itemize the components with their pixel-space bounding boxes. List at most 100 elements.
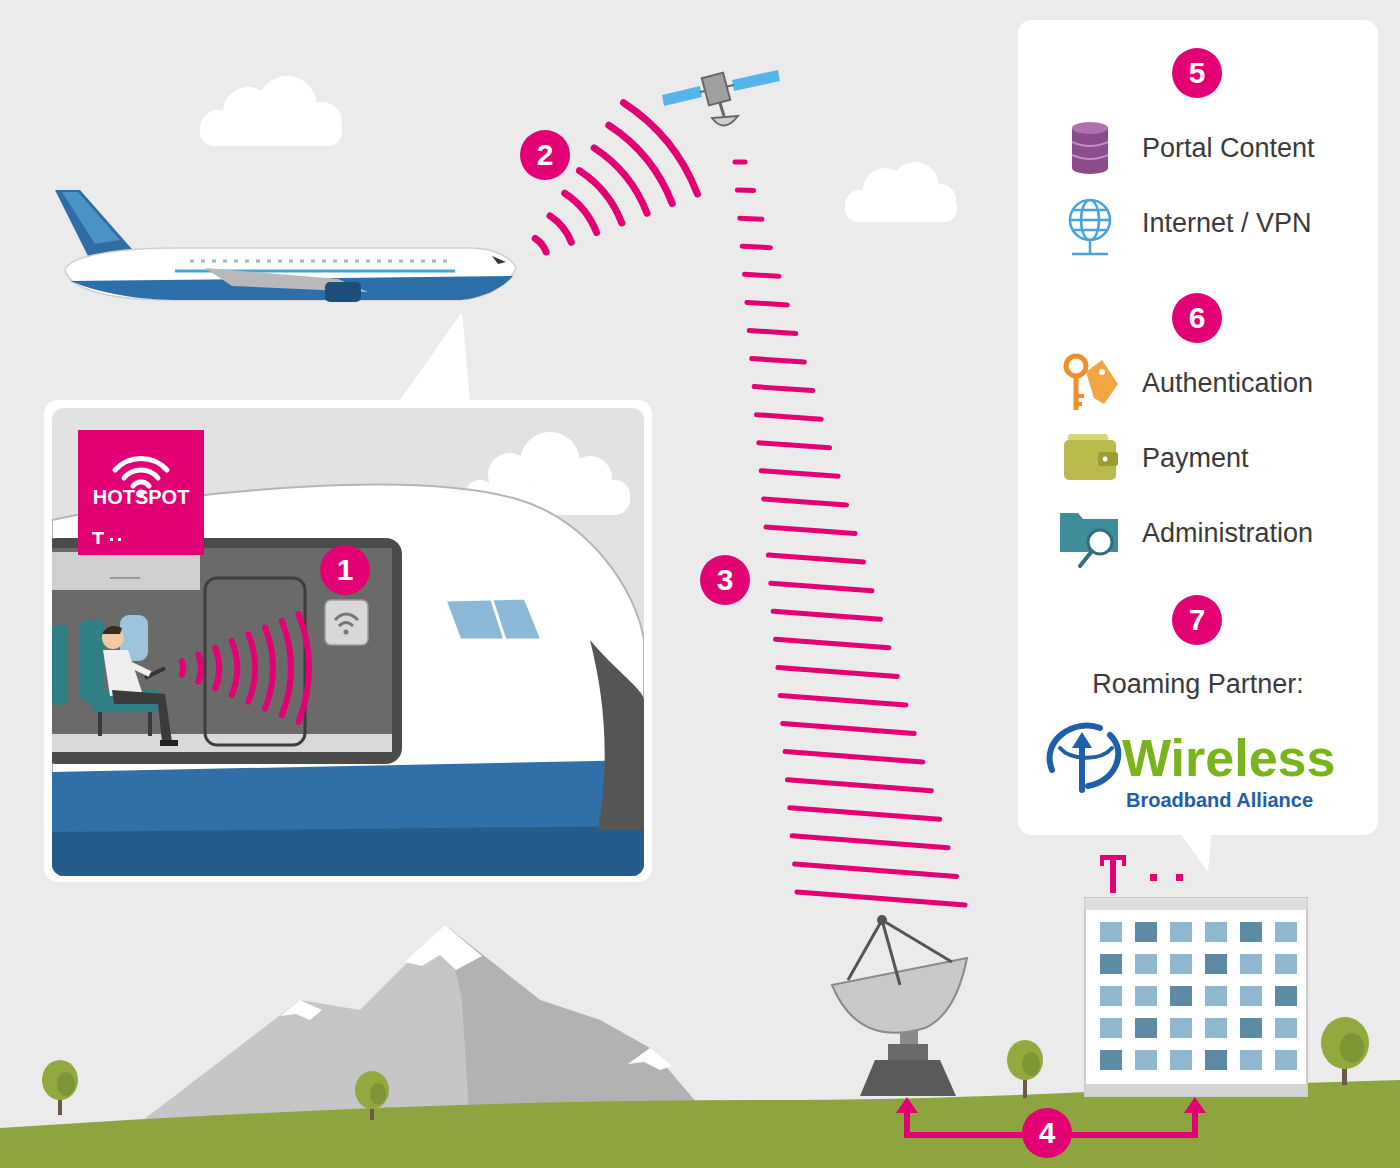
cabin-wifi-wave xyxy=(232,641,237,695)
building-window xyxy=(1170,986,1192,1006)
hotspot-badge xyxy=(78,430,204,555)
cabin-scene xyxy=(52,826,644,876)
satellite xyxy=(662,86,702,106)
downlink-beam xyxy=(759,443,830,448)
wba-logo-mark xyxy=(1079,744,1085,790)
keys-icon xyxy=(1099,369,1105,375)
hotspot-badge xyxy=(78,430,204,555)
globe-icon xyxy=(1072,253,1108,256)
connection-arrow xyxy=(1184,1097,1206,1113)
cabin-scene xyxy=(125,662,150,674)
keys-icon xyxy=(1076,394,1084,398)
cabin-scene xyxy=(445,598,542,640)
building-window xyxy=(1275,986,1297,1006)
airplane xyxy=(190,260,450,263)
satellite xyxy=(662,70,780,126)
downlink-beam xyxy=(735,160,745,165)
airplane xyxy=(62,192,120,244)
tree xyxy=(1022,1052,1040,1076)
ground-station xyxy=(888,1044,928,1062)
callout-number: 6 xyxy=(1172,293,1222,343)
uplink-wave xyxy=(550,216,571,242)
roaming-text: Roaming Partner: xyxy=(1092,668,1304,700)
building-window xyxy=(1170,1050,1192,1070)
cabin-scene xyxy=(148,712,152,736)
info-panel xyxy=(1018,20,1378,872)
wba-logo-mark xyxy=(1088,735,1118,786)
downlink-beam xyxy=(780,696,906,706)
building-window xyxy=(1275,1018,1297,1038)
logo-wordmark: Wireless xyxy=(1122,727,1335,789)
cabin-wifi-wave xyxy=(248,634,255,701)
tree xyxy=(1007,1040,1043,1080)
keys-icon xyxy=(1086,360,1118,404)
downlink-beam xyxy=(749,331,796,334)
mountains xyxy=(130,925,720,1130)
service-text: Internet / VPN xyxy=(1142,207,1312,239)
cabin-wifi-wave xyxy=(299,614,309,722)
telekom-logo xyxy=(1150,874,1157,881)
downlink-beam xyxy=(764,499,847,505)
downlink-beam xyxy=(745,274,779,276)
database-icon xyxy=(1072,155,1108,159)
callout-number: 3 xyxy=(700,555,750,605)
globe-icon xyxy=(1070,219,1110,222)
building xyxy=(1100,922,1297,1070)
ground-station xyxy=(860,1060,956,1096)
downlink-beam xyxy=(747,302,787,305)
cabin-scene xyxy=(102,627,124,649)
downlink-beam xyxy=(754,387,813,391)
tree xyxy=(42,1060,78,1115)
building xyxy=(1085,898,1307,910)
wba-logo-mark xyxy=(1060,748,1112,758)
cabin-scene xyxy=(52,408,644,876)
ground xyxy=(0,1080,1400,1168)
cabin-scene xyxy=(52,538,402,764)
cabin-scene xyxy=(52,552,200,590)
downlink-beam xyxy=(737,188,753,194)
downlink-beam xyxy=(771,583,872,591)
keys-icon xyxy=(1066,356,1086,376)
callout-number: 2 xyxy=(520,130,570,180)
downlink-beam xyxy=(783,724,915,734)
cabin-scene xyxy=(52,408,644,876)
tree xyxy=(1321,1017,1369,1085)
building xyxy=(1085,1084,1307,1096)
keys-icon xyxy=(1076,402,1082,406)
database-icon xyxy=(1072,122,1108,134)
building-window xyxy=(1240,1018,1262,1038)
satellite xyxy=(732,70,780,91)
uplink-wave xyxy=(565,193,597,232)
building-window xyxy=(1170,922,1192,942)
callout-number: 1 xyxy=(320,545,370,595)
cabin-scene xyxy=(52,625,68,705)
building-window xyxy=(1100,1018,1122,1038)
satellite xyxy=(720,103,724,116)
downlink-beam xyxy=(790,808,940,820)
telekom-logo xyxy=(1100,855,1183,893)
cabin-scene xyxy=(339,623,353,627)
cabin-scene xyxy=(205,578,305,745)
mountains xyxy=(628,1048,672,1070)
building xyxy=(1085,898,1307,1096)
downlink-beam xyxy=(757,415,822,420)
hotspot-badge-box: HOTSPOT xyxy=(78,430,204,555)
telekom-logo xyxy=(1176,874,1183,881)
building-window xyxy=(1170,1018,1192,1038)
wallet-icon xyxy=(1103,457,1108,462)
downlink-beam xyxy=(792,836,948,848)
cabin-wifi-wave xyxy=(265,628,273,709)
airplane xyxy=(65,248,516,300)
building-window xyxy=(1275,922,1297,942)
telekom-logo xyxy=(1100,860,1104,866)
hotspot-badge xyxy=(110,538,113,541)
building-window xyxy=(1170,954,1192,974)
tree xyxy=(370,1083,386,1105)
folder-search-icon xyxy=(1080,551,1092,566)
cabin-scene xyxy=(344,630,349,635)
cabin-scene xyxy=(110,577,140,579)
keys-icon xyxy=(1066,356,1118,410)
downlink-beam xyxy=(740,218,762,219)
